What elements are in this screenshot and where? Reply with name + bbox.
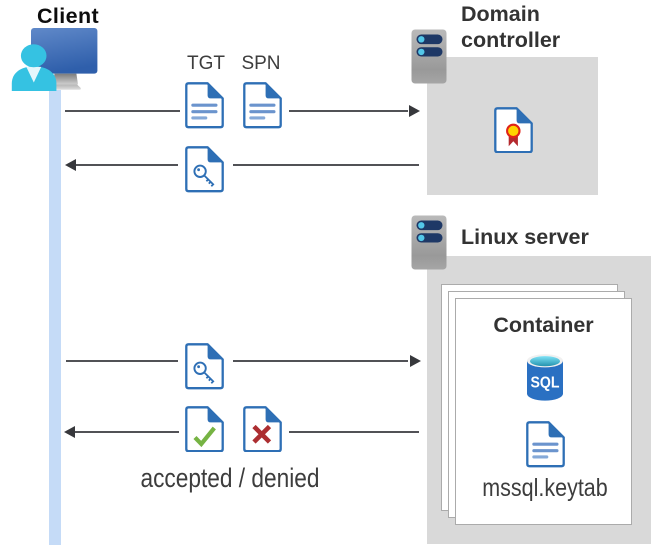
- svg-text:SQL: SQL: [531, 374, 560, 391]
